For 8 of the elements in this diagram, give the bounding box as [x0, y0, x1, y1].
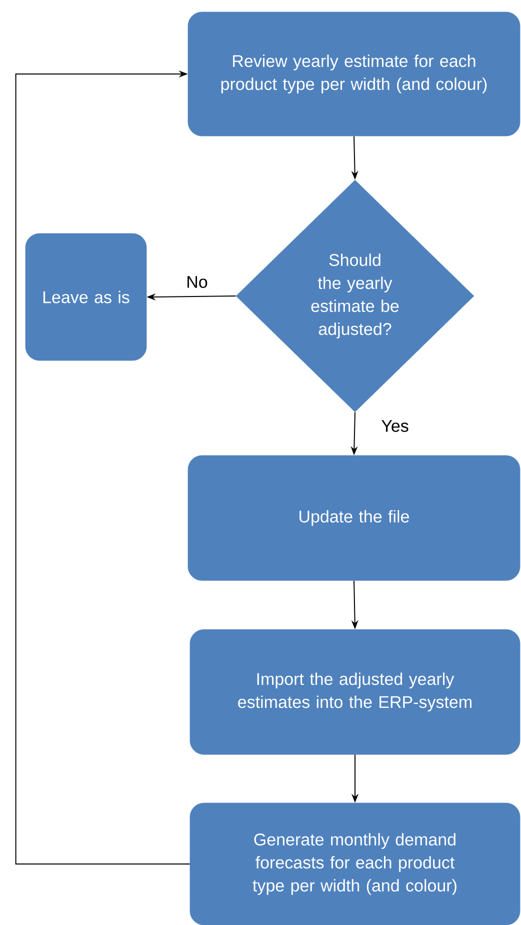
- process-box: Review yearly estimate for each product type per width (and colour): [188, 12, 520, 136]
- process-box: Leave as is: [25, 233, 147, 361]
- edge-label: No: [185, 275, 209, 289]
- arrow: [15, 70, 190, 864]
- process-box: Update the file: [188, 455, 520, 581]
- edge-label: Yes: [380, 419, 410, 433]
- process-box: Generate monthly demand forecasts for each product type per width (and colour): [190, 802, 520, 925]
- process-box: Import the adjusted yearly estimates into the ERP-system: [190, 629, 520, 755]
